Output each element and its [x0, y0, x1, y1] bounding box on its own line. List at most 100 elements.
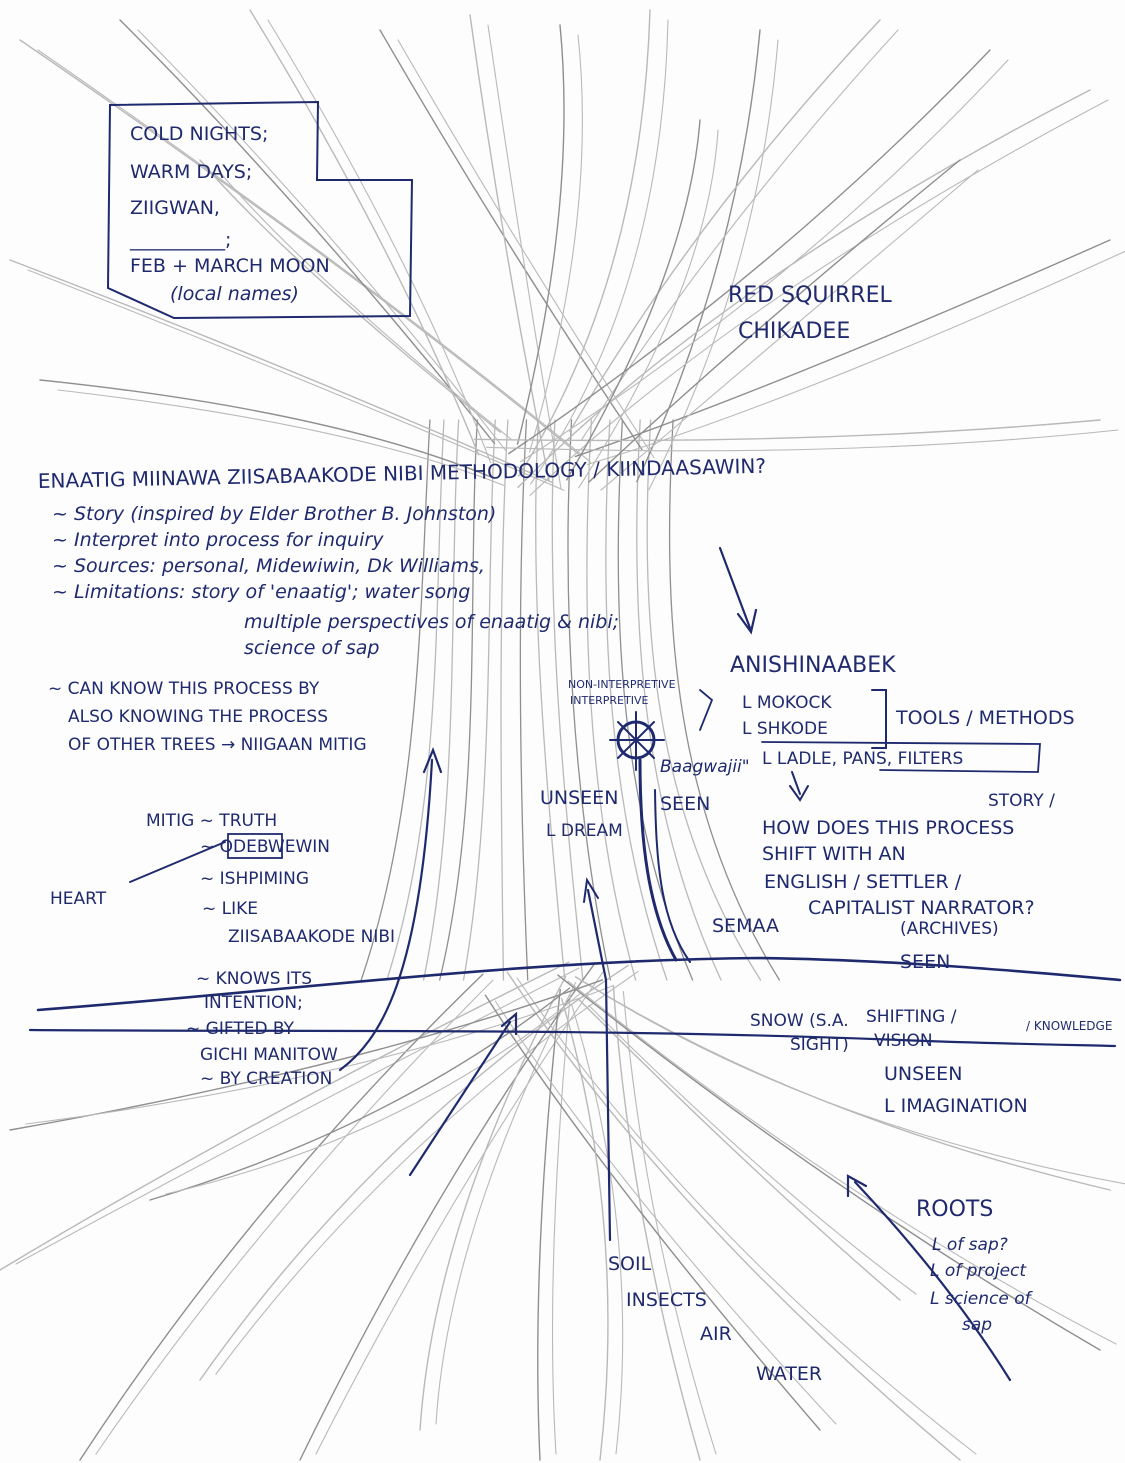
branch-stroke	[509, 50, 990, 454]
unseen-ground-label: UNSEEN	[884, 1063, 962, 1085]
knows-line-3: ~ GIFTED BY	[186, 1019, 295, 1039]
trunk-strand	[520, 420, 527, 980]
anishinaabek-item-1: L MOKOCK	[742, 693, 832, 713]
root-stroke	[623, 992, 716, 1454]
unseen-center-label: UNSEEN	[540, 787, 618, 809]
knowledge-label: / KNOWLEDGE	[1026, 1019, 1112, 1033]
branch-stroke	[531, 20, 668, 484]
roots-block: ROOTS L of sap? L of project L science o…	[916, 1197, 1034, 1335]
methodology-bullet-4c: science of sap	[244, 637, 380, 659]
knows-line-2: INTENTION;	[204, 993, 303, 1013]
mitig-head: MITIG ~ TRUTH	[146, 811, 277, 831]
mitig-line-4: ZIISABAAKODE NIBI	[228, 927, 395, 947]
branch-stroke	[570, 20, 880, 431]
soil-block: SOIL INSECTS AIR WATER	[608, 1253, 822, 1385]
tools-bracket	[872, 690, 886, 748]
root-stroke	[576, 977, 1110, 1190]
root-stroke	[589, 1006, 916, 1294]
roots-item-2: L of project	[930, 1261, 1027, 1281]
branch-stroke	[488, 25, 561, 488]
root-stroke	[495, 1001, 836, 1424]
season-line-4: __________;	[129, 229, 231, 251]
soil-line-3: AIR	[700, 1323, 732, 1345]
branch-stroke	[398, 40, 654, 457]
branch-stroke	[582, 30, 898, 439]
soil-line-4: WATER	[756, 1363, 822, 1385]
anishinaabek-item-3: L LADLE, PANS, FILTERS	[762, 749, 963, 769]
root-stroke	[562, 999, 608, 1460]
arrow-to-anishinaabek	[720, 548, 750, 628]
snow-line-1: SNOW (S.A.	[750, 1011, 849, 1031]
knows-line-5: ~ BY CREATION	[200, 1069, 332, 1089]
question-line-1: HOW DOES THIS PROCESS	[762, 817, 1014, 839]
branch-stroke	[380, 30, 642, 449]
roots-item-1: L of sap?	[932, 1235, 1008, 1255]
canopy-line-2: CHIKADEE	[738, 319, 850, 344]
trunk-strand	[536, 420, 565, 980]
methodology-block: ENAATIG MIINAWA ZIISABAAKODE NIBI METHOD…	[38, 454, 767, 755]
root-stroke	[553, 996, 571, 1454]
arrow-head-roots	[848, 1176, 866, 1196]
roots-title: ROOTS	[916, 1197, 993, 1222]
arrow-dream-down	[588, 890, 610, 1240]
root-stroke	[316, 969, 605, 1454]
root-stroke	[420, 977, 566, 1430]
anishinaabek-item-2: L SHKODE	[742, 719, 828, 739]
season-line-6: (local names)	[170, 283, 299, 305]
branch-stroke	[250, 10, 479, 455]
season-line-2: WARM DAYS;	[130, 161, 252, 183]
heart-label: HEART	[50, 889, 107, 909]
imagination-label: L IMAGINATION	[884, 1095, 1028, 1117]
methodology-bullet-3: ~ Sources: personal, Midewiwin, Dk Willi…	[52, 555, 485, 577]
question-line-2: SHIFT WITH AN	[762, 843, 906, 865]
canopy-line-1: RED SQUIRREL	[728, 283, 892, 308]
semaa-label: SEMAA	[712, 915, 779, 937]
interpretive-bracket	[700, 690, 712, 730]
shifting-line-1: SHIFTING /	[866, 1007, 957, 1027]
anishinaabek-block: ANISHINAABEK L MOKOCK L SHKODE L LADLE, …	[730, 653, 1075, 769]
root-stroke	[586, 983, 1125, 1184]
branch-stroke	[579, 130, 718, 488]
question-line-5: (ARCHIVES)	[900, 919, 999, 939]
methodology-bullet-5b: ALSO KNOWING THE PROCESS	[68, 707, 328, 727]
question-story: STORY /	[988, 791, 1055, 811]
season-line-1: COLD NIGHTS;	[130, 123, 268, 145]
methodology-bullet-4: ~ Limitations: story of 'enaatig'; water…	[52, 581, 470, 603]
non-interpretive-label: NON-INTERPRETIVE	[568, 678, 676, 691]
bagwajiing-label: Baagwajii"	[660, 757, 750, 777]
methodology-bullet-2: ~ Interpret into process for inquiry	[52, 529, 384, 551]
narrator-question-block: STORY / HOW DOES THIS PROCESS SHIFT WITH…	[762, 791, 1055, 939]
season-line-5: FEB + MARCH MOON	[130, 255, 330, 277]
trunk-strand	[501, 420, 508, 980]
tools-methods-label: TOOLS / METHODS	[895, 707, 1075, 729]
seen-ground-label: SEEN	[900, 951, 950, 973]
methodology-bullet-5c: OF OTHER TREES → NIIGAAN MITIG	[68, 735, 367, 755]
root-stroke	[538, 990, 561, 1460]
question-line-4: CAPITALIST NARRATOR?	[808, 897, 1035, 919]
knows-line-1: ~ KNOWS ITS	[196, 969, 312, 989]
root-stroke	[300, 963, 595, 1460]
roots-item-4: sap	[962, 1315, 992, 1335]
methodology-bullet-1: ~ Story (inspired by Elder Brother B. Jo…	[52, 503, 496, 525]
seen-center-label: SEEN	[660, 793, 710, 815]
season-line-3: ZIIGWAN,	[130, 197, 220, 219]
dream-label: L DREAM	[546, 821, 623, 841]
soil-line-1: SOIL	[608, 1253, 652, 1275]
mitig-line-1: ~ ODEBWEWIN	[200, 837, 330, 857]
arrow-knows-up	[340, 760, 432, 1070]
methodology-bullet-5: ~ CAN KNOW THIS PROCESS BY	[48, 679, 320, 699]
branch-stroke	[470, 15, 549, 480]
question-line-3: ENGLISH / SETTLER /	[764, 871, 962, 893]
knows-block: ~ KNOWS ITS INTENTION; ~ GIFTED BY GICHI…	[186, 969, 338, 1089]
methodology-bullet-4b: multiple perspectives of enaatig & nibi;	[244, 611, 619, 633]
branch-stroke	[637, 30, 760, 482]
trunk-strand	[637, 420, 721, 980]
snow-line-2: SIGHT)	[790, 1035, 849, 1055]
mitig-line-2: ~ ISHPIMING	[200, 869, 309, 889]
knows-line-4: GICHI MANITOW	[200, 1045, 338, 1065]
roots-item-3: L science of	[930, 1289, 1034, 1309]
shifting-line-2: VISION	[874, 1031, 933, 1051]
ground-labels: SEMAA SEEN SNOW (S.A. SIGHT) SHIFTING / …	[712, 915, 1112, 1117]
